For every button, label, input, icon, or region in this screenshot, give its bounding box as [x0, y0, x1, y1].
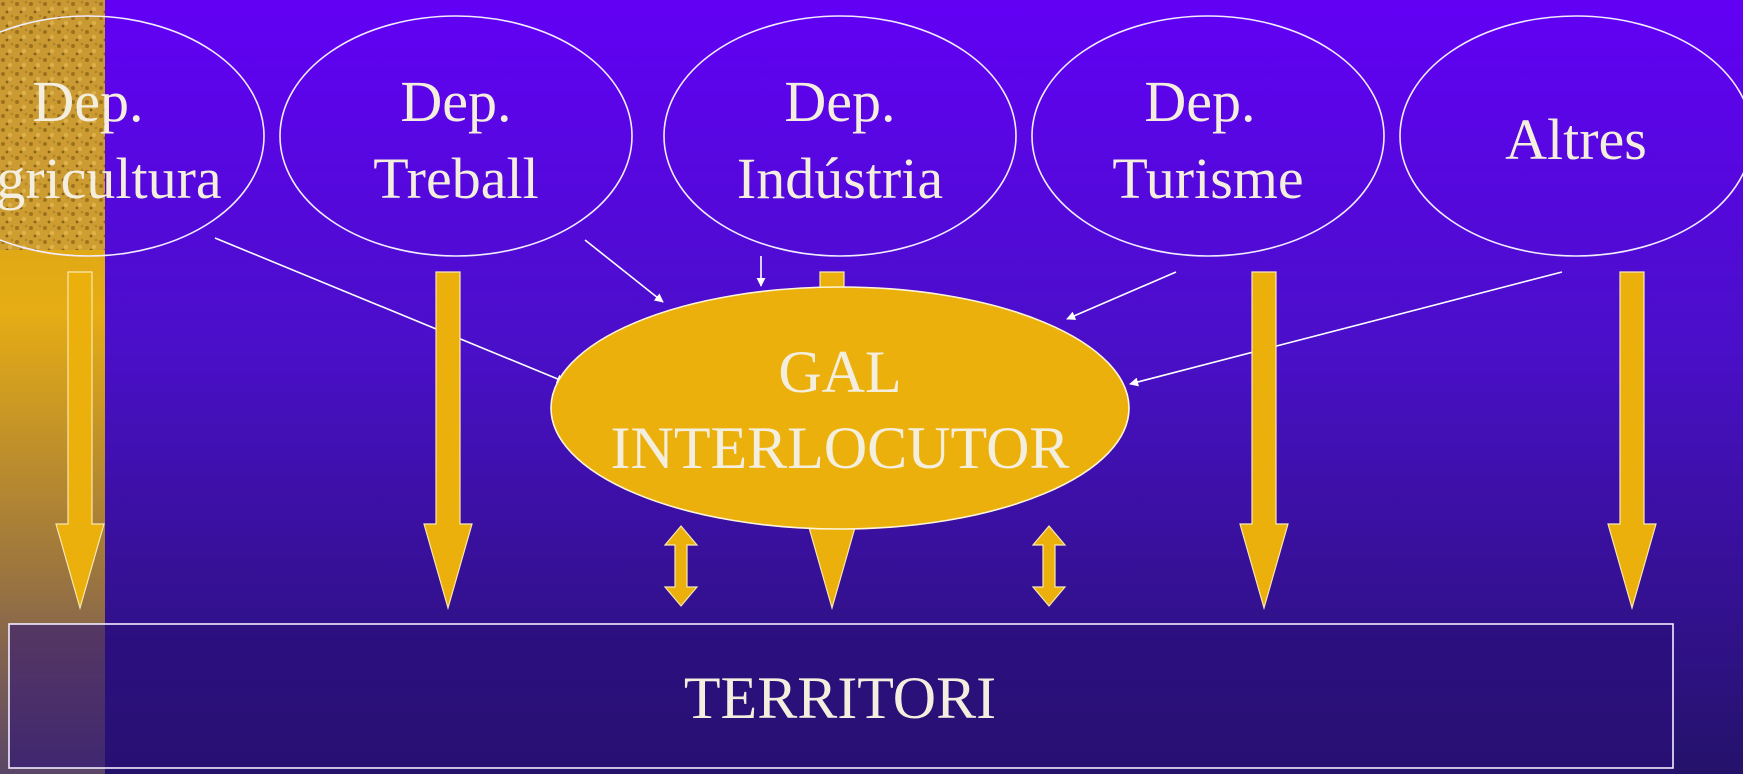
- department-treball-line1: Dep.: [400, 69, 511, 134]
- department-ellipse-turisme: [1031, 15, 1385, 257]
- decorative-texture: [0, 0, 105, 250]
- department-agricultura-line1: Dep.: [32, 69, 143, 134]
- department-treball-line2: Treball: [373, 146, 538, 211]
- arrow-turisme-territori: [1239, 271, 1289, 611]
- department-industria-line1: Dep.: [784, 69, 895, 134]
- department-industria-line2: Indústria: [737, 146, 943, 211]
- gal-label-line2: INTERLOCUTOR: [611, 415, 1070, 481]
- department-altres-label: Altres: [1505, 107, 1647, 172]
- connector-treball-gal: [584, 239, 664, 303]
- arrow-altres-territori: [1607, 271, 1657, 611]
- double-arrow-right: [1031, 525, 1067, 607]
- gal-interlocutor-ellipse: [550, 286, 1130, 530]
- territori-box: [8, 623, 1674, 769]
- arrow-treball-territori: [423, 271, 473, 611]
- department-agricultura-line2: Agricultura: [0, 146, 222, 211]
- arrow-agricultura-territori: [55, 271, 105, 611]
- connector-turisme-gal: [1066, 271, 1177, 320]
- department-turisme-line2: Turisme: [1112, 146, 1303, 211]
- territori-label: TERRITORI: [684, 665, 996, 731]
- connector-agricultura-gal: [214, 237, 566, 384]
- department-ellipse-altres: [1399, 15, 1743, 257]
- department-ellipse-treball: [279, 15, 633, 257]
- department-ellipse-industria: [663, 15, 1017, 257]
- department-ellipse-agricultura: [0, 15, 265, 257]
- gal-label-line1: GAL: [778, 339, 901, 405]
- department-turisme-line1: Dep.: [1144, 69, 1255, 134]
- connector-altres-gal: [1129, 271, 1563, 387]
- double-arrow-left: [663, 525, 699, 607]
